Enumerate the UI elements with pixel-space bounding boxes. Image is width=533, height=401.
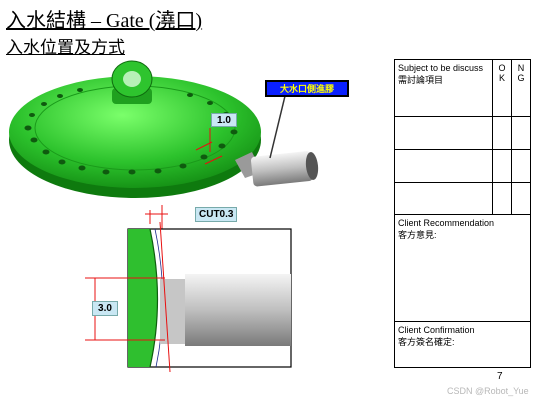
table-row [394,116,531,150]
client-confirmation-cell: Client Confirmation 客方簽名確定: [394,320,531,369]
page-title: 入水結構 – Gate (澆口) [6,10,203,32]
gate-detail-view [85,221,292,373]
molded-part-disc [9,60,261,198]
dimension-label-top: 1.0 [211,113,237,127]
dimension-label-side: 3.0 [92,301,118,316]
discussion-table: Subject to be discuss 需討論項目 O K N G Clie… [394,58,531,369]
subject-header: Subject to be discuss 需討論項目 [394,58,493,118]
watermark: CSDN @Robot_Yue [447,386,529,396]
page-number: 7 [497,371,503,382]
subject-label-cn: 需討論項目 [398,75,444,85]
page-subtitle: 入水位置及方式 [6,38,125,57]
client-confirmation-label-cn: 客方簽名確定: [398,336,455,347]
table-row [394,181,531,216]
client-recommendation-label-cn: 客方意見: [398,230,437,241]
table-row [394,148,531,183]
cut-label: CUT0.3 [195,207,238,222]
gate-illustration [9,60,319,373]
client-recommendation-cell: Client Recommendation 客方意見: [394,214,531,322]
subject-label: Subject to be discuss [398,63,484,73]
client-recommendation-label: Client Recommendation [398,218,495,229]
ok-header: O K [492,58,512,118]
gate-runner [235,95,319,187]
dimension-marks-top [145,128,223,232]
gate-type-label: 大水口側進膠 [265,80,349,97]
ng-header: N G [511,58,531,118]
client-confirmation-label: Client Confirmation [398,324,475,335]
